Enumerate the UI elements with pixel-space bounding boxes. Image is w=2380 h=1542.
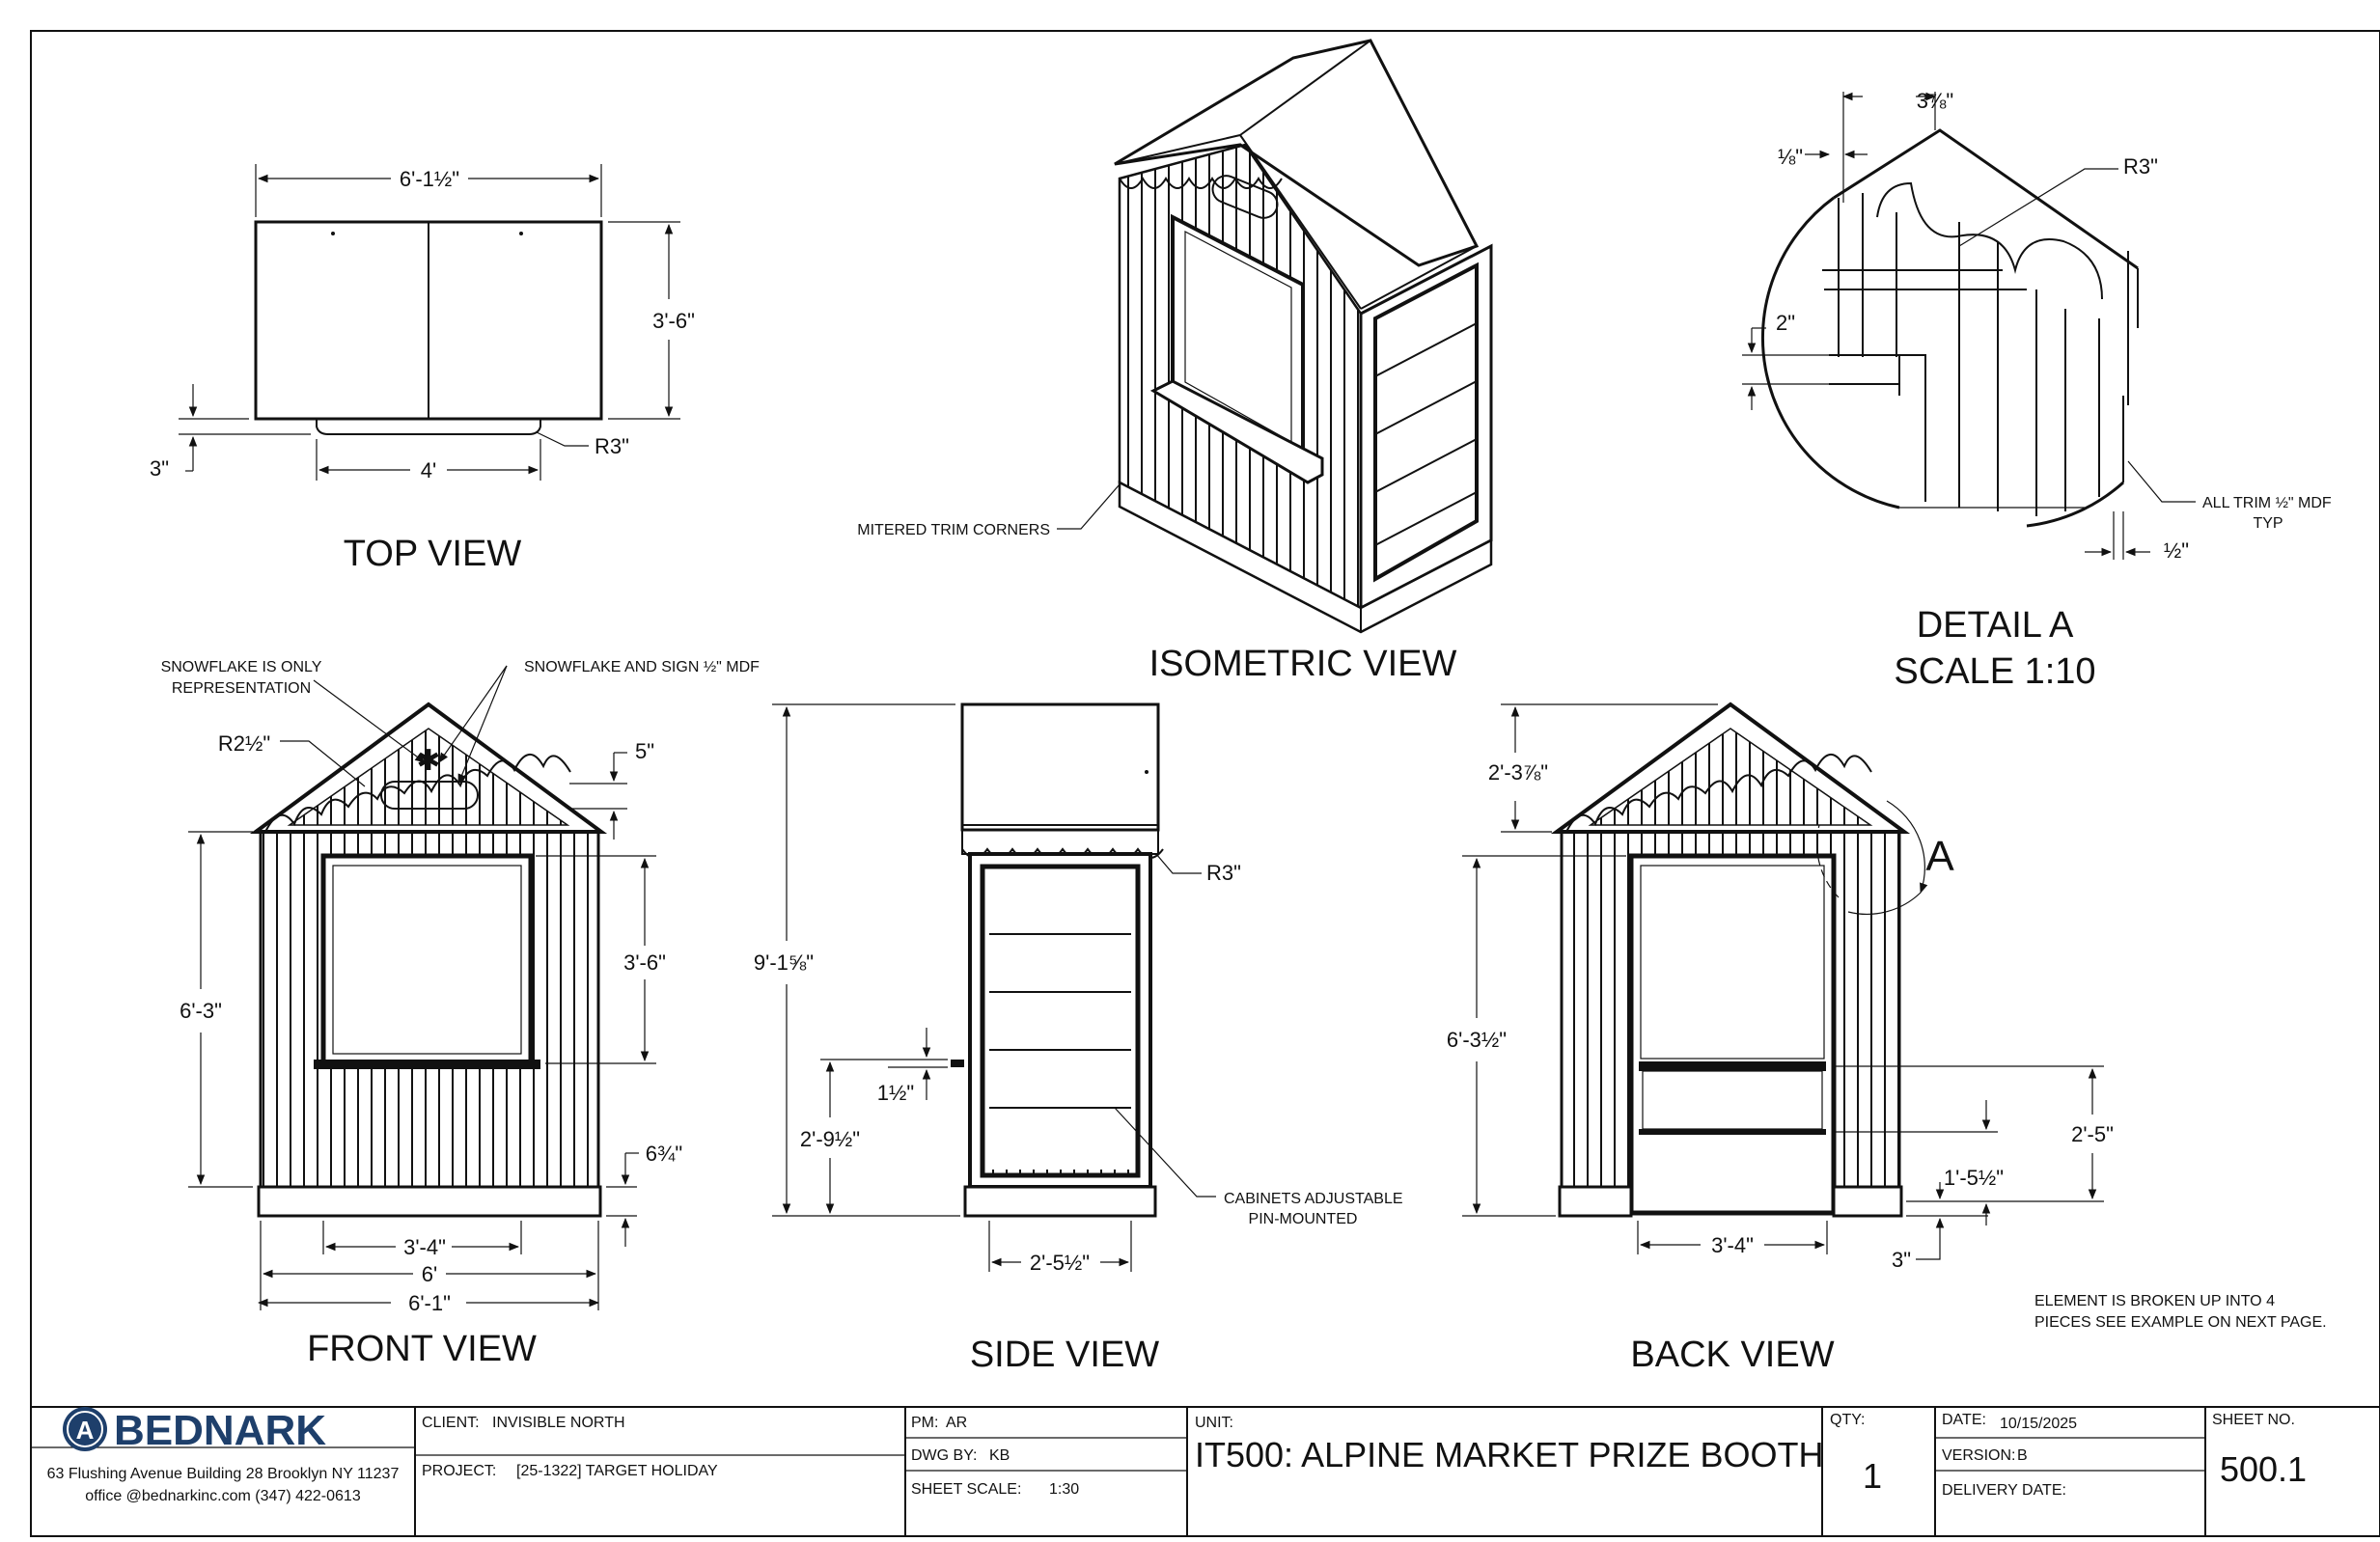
date-value: 10/15/2025 <box>2000 1416 2077 1432</box>
side-counter-height-dim: 2'-9½" <box>800 1127 860 1151</box>
top-view-title: TOP VIEW <box>344 534 522 574</box>
front-radius-dim: R2½" <box>218 731 270 756</box>
dwg-label: DWG BY: <box>911 1447 977 1464</box>
top-depth-dim: 3'-6" <box>652 309 695 333</box>
company-address: 63 Flushing Avenue Building 28 Brooklyn … <box>47 1466 400 1482</box>
company-contact: office @bednarkinc.com (347) 422-0613 <box>85 1488 361 1504</box>
back-base-dim: 3" <box>1892 1248 1911 1272</box>
back-shelf-height-dim: 2'-5" <box>2071 1122 2114 1146</box>
detail-top-dim: 3⅞" <box>1917 89 1953 113</box>
back-view-title: BACK VIEW <box>1630 1335 1834 1375</box>
front-note-snowflake-1: SNOWFLAKE IS ONLY <box>161 659 322 675</box>
front-inner-width-dim: 6' <box>422 1262 437 1286</box>
back-view: A 2'-3⅞" 6'-3½" 2'-5" 1'-5½" 3'-4" <box>1447 702 2327 1375</box>
back-roof-dim: 2'-3⅞" <box>1488 760 1548 785</box>
front-window-width-dim: 3'-4" <box>403 1235 446 1259</box>
delivery-label: DELIVERY DATE: <box>1942 1482 2066 1499</box>
front-overall-width-dim: 6'-1" <box>408 1291 451 1315</box>
front-note-snowflake-2: REPRESENTATION <box>172 680 311 697</box>
top-width-dim: 6'-1½" <box>400 167 459 191</box>
side-view: 9'-1⅝" R3" 1½" 2'-9½" CABINETS ADJUSTABL… <box>754 702 1403 1375</box>
qty-label: QTY: <box>1830 1412 1865 1428</box>
top-base-width-dim: 4' <box>421 458 436 482</box>
pm-label: PM: <box>911 1415 938 1431</box>
project-label: PROJECT: <box>422 1463 496 1479</box>
side-view-title: SIDE VIEW <box>970 1335 1159 1375</box>
detail-mid-dim: 2" <box>1776 311 1795 335</box>
snowflake-icon: ✱ <box>416 744 440 778</box>
side-cabinet-note-1: CABINETS ADJUSTABLE <box>1224 1191 1403 1207</box>
logo-wordmark: BEDNARK <box>114 1407 326 1454</box>
back-height-dim: 6'-3½" <box>1447 1028 1507 1052</box>
qty-value: 1 <box>1863 1456 1882 1496</box>
detail-a: 3⅞" ⅛" R3" 2" ALL TRIM ½" MDF TYP ½" DET… <box>1742 89 2332 692</box>
isometric-view: MITERED TRIM CORNERS ISOMETRIC VIEW <box>857 39 1493 684</box>
unit-value: IT500: ALPINE MARKET PRIZE BOOTH <box>1195 1435 1824 1474</box>
sheet-no-value: 500.1 <box>2220 1449 2307 1489</box>
scale-value: 1:30 <box>1049 1481 1079 1498</box>
detail-trim-note: ALL TRIM ½" MDF <box>2202 495 2332 511</box>
front-top-dim: 5" <box>635 739 654 763</box>
iso-view-title: ISOMETRIC VIEW <box>1149 644 1457 684</box>
top-base-depth-dim: 3" <box>150 456 169 481</box>
unit-label: UNIT: <box>1195 1415 1233 1431</box>
sheet-no-label: SHEET NO. <box>2212 1412 2295 1428</box>
client-label: CLIENT: <box>422 1415 480 1431</box>
side-cabinet-note-2: PIN-MOUNTED <box>1249 1211 1358 1227</box>
side-radius-dim: R3" <box>1206 861 1241 885</box>
top-view: 6'-1½" 3'-6" 4' 3" R3" TOP VIEW <box>150 164 695 574</box>
dwg-value: KB <box>989 1447 1010 1464</box>
detail-scale: SCALE 1:10 <box>1894 651 2095 692</box>
detail-left-dim: ⅛" <box>1778 145 1803 169</box>
back-note-2: PIECES SEE EXAMPLE ON NEXT PAGE. <box>2034 1314 2327 1331</box>
top-radius-dim: R3" <box>595 434 629 458</box>
version-value: B <box>2017 1447 2028 1464</box>
version-label: VERSION: <box>1942 1447 2015 1464</box>
front-height-dim: 6'-3" <box>180 999 222 1023</box>
front-window-height-dim: 3'-6" <box>623 950 666 975</box>
sheet-border <box>30 30 2380 1537</box>
detail-callout-a: A <box>1925 833 1954 880</box>
front-base-dim: 6¾" <box>646 1142 682 1166</box>
side-counter-dim: 1½" <box>877 1081 914 1105</box>
iso-note: MITERED TRIM CORNERS <box>857 522 1050 538</box>
detail-bottom-dim: ½" <box>2164 538 2189 563</box>
detail-title: DETAIL A <box>1917 605 2074 646</box>
svg-text:A: A <box>76 1416 95 1445</box>
front-view: ✱ SNOWFLAKE IS ONLY REPRESENTATION SNOWF… <box>161 659 761 1369</box>
detail-trim-note-typ: TYP <box>2253 515 2283 532</box>
client-value: INVISIBLE NORTH <box>492 1415 625 1431</box>
project-value: [25-1322] TARGET HOLIDAY <box>516 1463 718 1479</box>
detail-radius-dim: R3" <box>2123 154 2158 179</box>
front-note-sign: SNOWFLAKE AND SIGN ½" MDF <box>524 659 760 675</box>
side-height-dim: 9'-1⅝" <box>754 950 814 975</box>
front-view-title: FRONT VIEW <box>307 1329 537 1369</box>
back-shelf-dim: 1'-5½" <box>1944 1166 2004 1190</box>
back-note-1: ELEMENT IS BROKEN UP INTO 4 <box>2034 1293 2275 1309</box>
side-base-width-dim: 2'-5½" <box>1030 1251 1090 1275</box>
pm-value: AR <box>946 1415 967 1431</box>
title-block: A BEDNARK 63 Flushing Avenue Building 28… <box>31 1406 2380 1536</box>
back-opening-width-dim: 3'-4" <box>1711 1233 1754 1257</box>
logo-mark <box>63 1407 107 1451</box>
date-label: DATE: <box>1942 1412 1986 1428</box>
scale-label: SHEET SCALE: <box>911 1481 1021 1498</box>
